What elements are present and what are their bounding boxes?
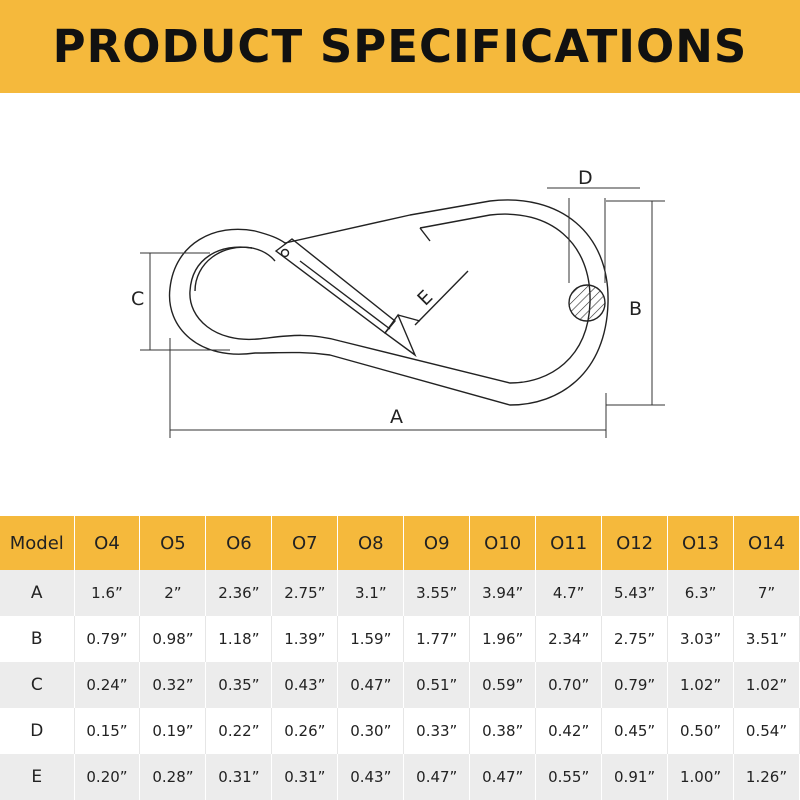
table-cell: 0.47” <box>337 662 405 708</box>
wire-cross-section <box>568 284 606 322</box>
table-header-cell: O7 <box>271 516 339 570</box>
table-row-label: D <box>0 708 75 754</box>
dimension-lines <box>140 187 665 438</box>
table-cell: 2.36” <box>205 570 273 616</box>
table-cell: 0.79” <box>601 662 669 708</box>
table-header-cell: O8 <box>337 516 405 570</box>
table-header-cell: O5 <box>139 516 207 570</box>
table-cell: 1.77” <box>403 616 471 662</box>
table-cell: 0.32” <box>139 662 207 708</box>
table-cell: 0.50” <box>667 708 735 754</box>
table-cell: 6.3” <box>667 570 735 616</box>
table-cell: 0.79” <box>74 616 141 662</box>
table-cell: 0.59” <box>469 662 537 708</box>
table-cell: 2.75” <box>601 616 669 662</box>
table-cell: 0.33” <box>403 708 471 754</box>
table-cell: 1.18” <box>205 616 273 662</box>
table-cell: 0.70” <box>535 662 603 708</box>
table-cell: 0.43” <box>337 754 405 800</box>
dimension-label-c: C <box>131 288 144 310</box>
table-cell: 2.75” <box>271 570 339 616</box>
snap-hook-diagram: A B C D E <box>0 93 800 513</box>
table-cell: 0.19” <box>139 708 207 754</box>
dimension-label-a: A <box>390 406 403 428</box>
table-cell: 0.24” <box>74 662 141 708</box>
table-cell: 0.45” <box>601 708 669 754</box>
table-cell: 1.02” <box>667 662 735 708</box>
table-cell: 0.47” <box>469 754 537 800</box>
table-cell: 0.15” <box>74 708 141 754</box>
table-cell: 3.51” <box>733 616 800 662</box>
table-cell: 0.22” <box>205 708 273 754</box>
hook-outline <box>168 199 609 406</box>
dimension-label-d: D <box>578 167 593 189</box>
table-cell: 3.1” <box>337 570 405 616</box>
table-cell: 0.31” <box>205 754 273 800</box>
table-cell: 3.03” <box>667 616 735 662</box>
table-cell: 0.98” <box>139 616 207 662</box>
table-cell: 0.35” <box>205 662 273 708</box>
table-header-cell: O9 <box>403 516 471 570</box>
table-cell: 0.42” <box>535 708 603 754</box>
table-cell: 1.96” <box>469 616 537 662</box>
table-cell: 0.28” <box>139 754 207 800</box>
table-header-cell: O13 <box>667 516 735 570</box>
table-cell: 0.31” <box>271 754 339 800</box>
table-row-label: A <box>0 570 75 616</box>
page-title: PRODUCT SPECIFICATIONS <box>52 20 748 73</box>
table-row-label: B <box>0 616 75 662</box>
table-cell: 1.02” <box>733 662 800 708</box>
table-row-label: E <box>0 754 75 800</box>
table-cell: 3.55” <box>403 570 471 616</box>
table-cell: 0.91” <box>601 754 669 800</box>
table-header-cell: O4 <box>74 516 141 570</box>
table-cell: 0.43” <box>271 662 339 708</box>
table-header-cell: O10 <box>469 516 537 570</box>
table-cell: 2” <box>139 570 207 616</box>
table-header-cell: O11 <box>535 516 603 570</box>
title-banner: PRODUCT SPECIFICATIONS <box>0 0 800 93</box>
table-cell: 3.94” <box>469 570 537 616</box>
table-cell: 1.59” <box>337 616 405 662</box>
table-cell: 2.34” <box>535 616 603 662</box>
table-cell: 0.26” <box>271 708 339 754</box>
table-cell: 1.00” <box>667 754 735 800</box>
table-header-model: Model <box>0 516 75 570</box>
table-cell: 0.30” <box>337 708 405 754</box>
table-cell: 0.47” <box>403 754 471 800</box>
table-header-cell: O14 <box>733 516 800 570</box>
dimension-label-b: B <box>629 298 642 320</box>
table-cell: 7” <box>733 570 800 616</box>
table-cell: 0.55” <box>535 754 603 800</box>
table-cell: 0.51” <box>403 662 471 708</box>
table-header-cell: O12 <box>601 516 669 570</box>
table-cell: 5.43” <box>601 570 669 616</box>
table-cell: 4.7” <box>535 570 603 616</box>
table-cell: 1.39” <box>271 616 339 662</box>
table-cell: 0.38” <box>469 708 537 754</box>
table-row-label: C <box>0 662 75 708</box>
table-cell: 1.6” <box>74 570 141 616</box>
table-cell: 0.54” <box>733 708 800 754</box>
table-cell: 0.20” <box>74 754 141 800</box>
table-cell: 1.26” <box>733 754 800 800</box>
table-header-cell: O6 <box>205 516 273 570</box>
